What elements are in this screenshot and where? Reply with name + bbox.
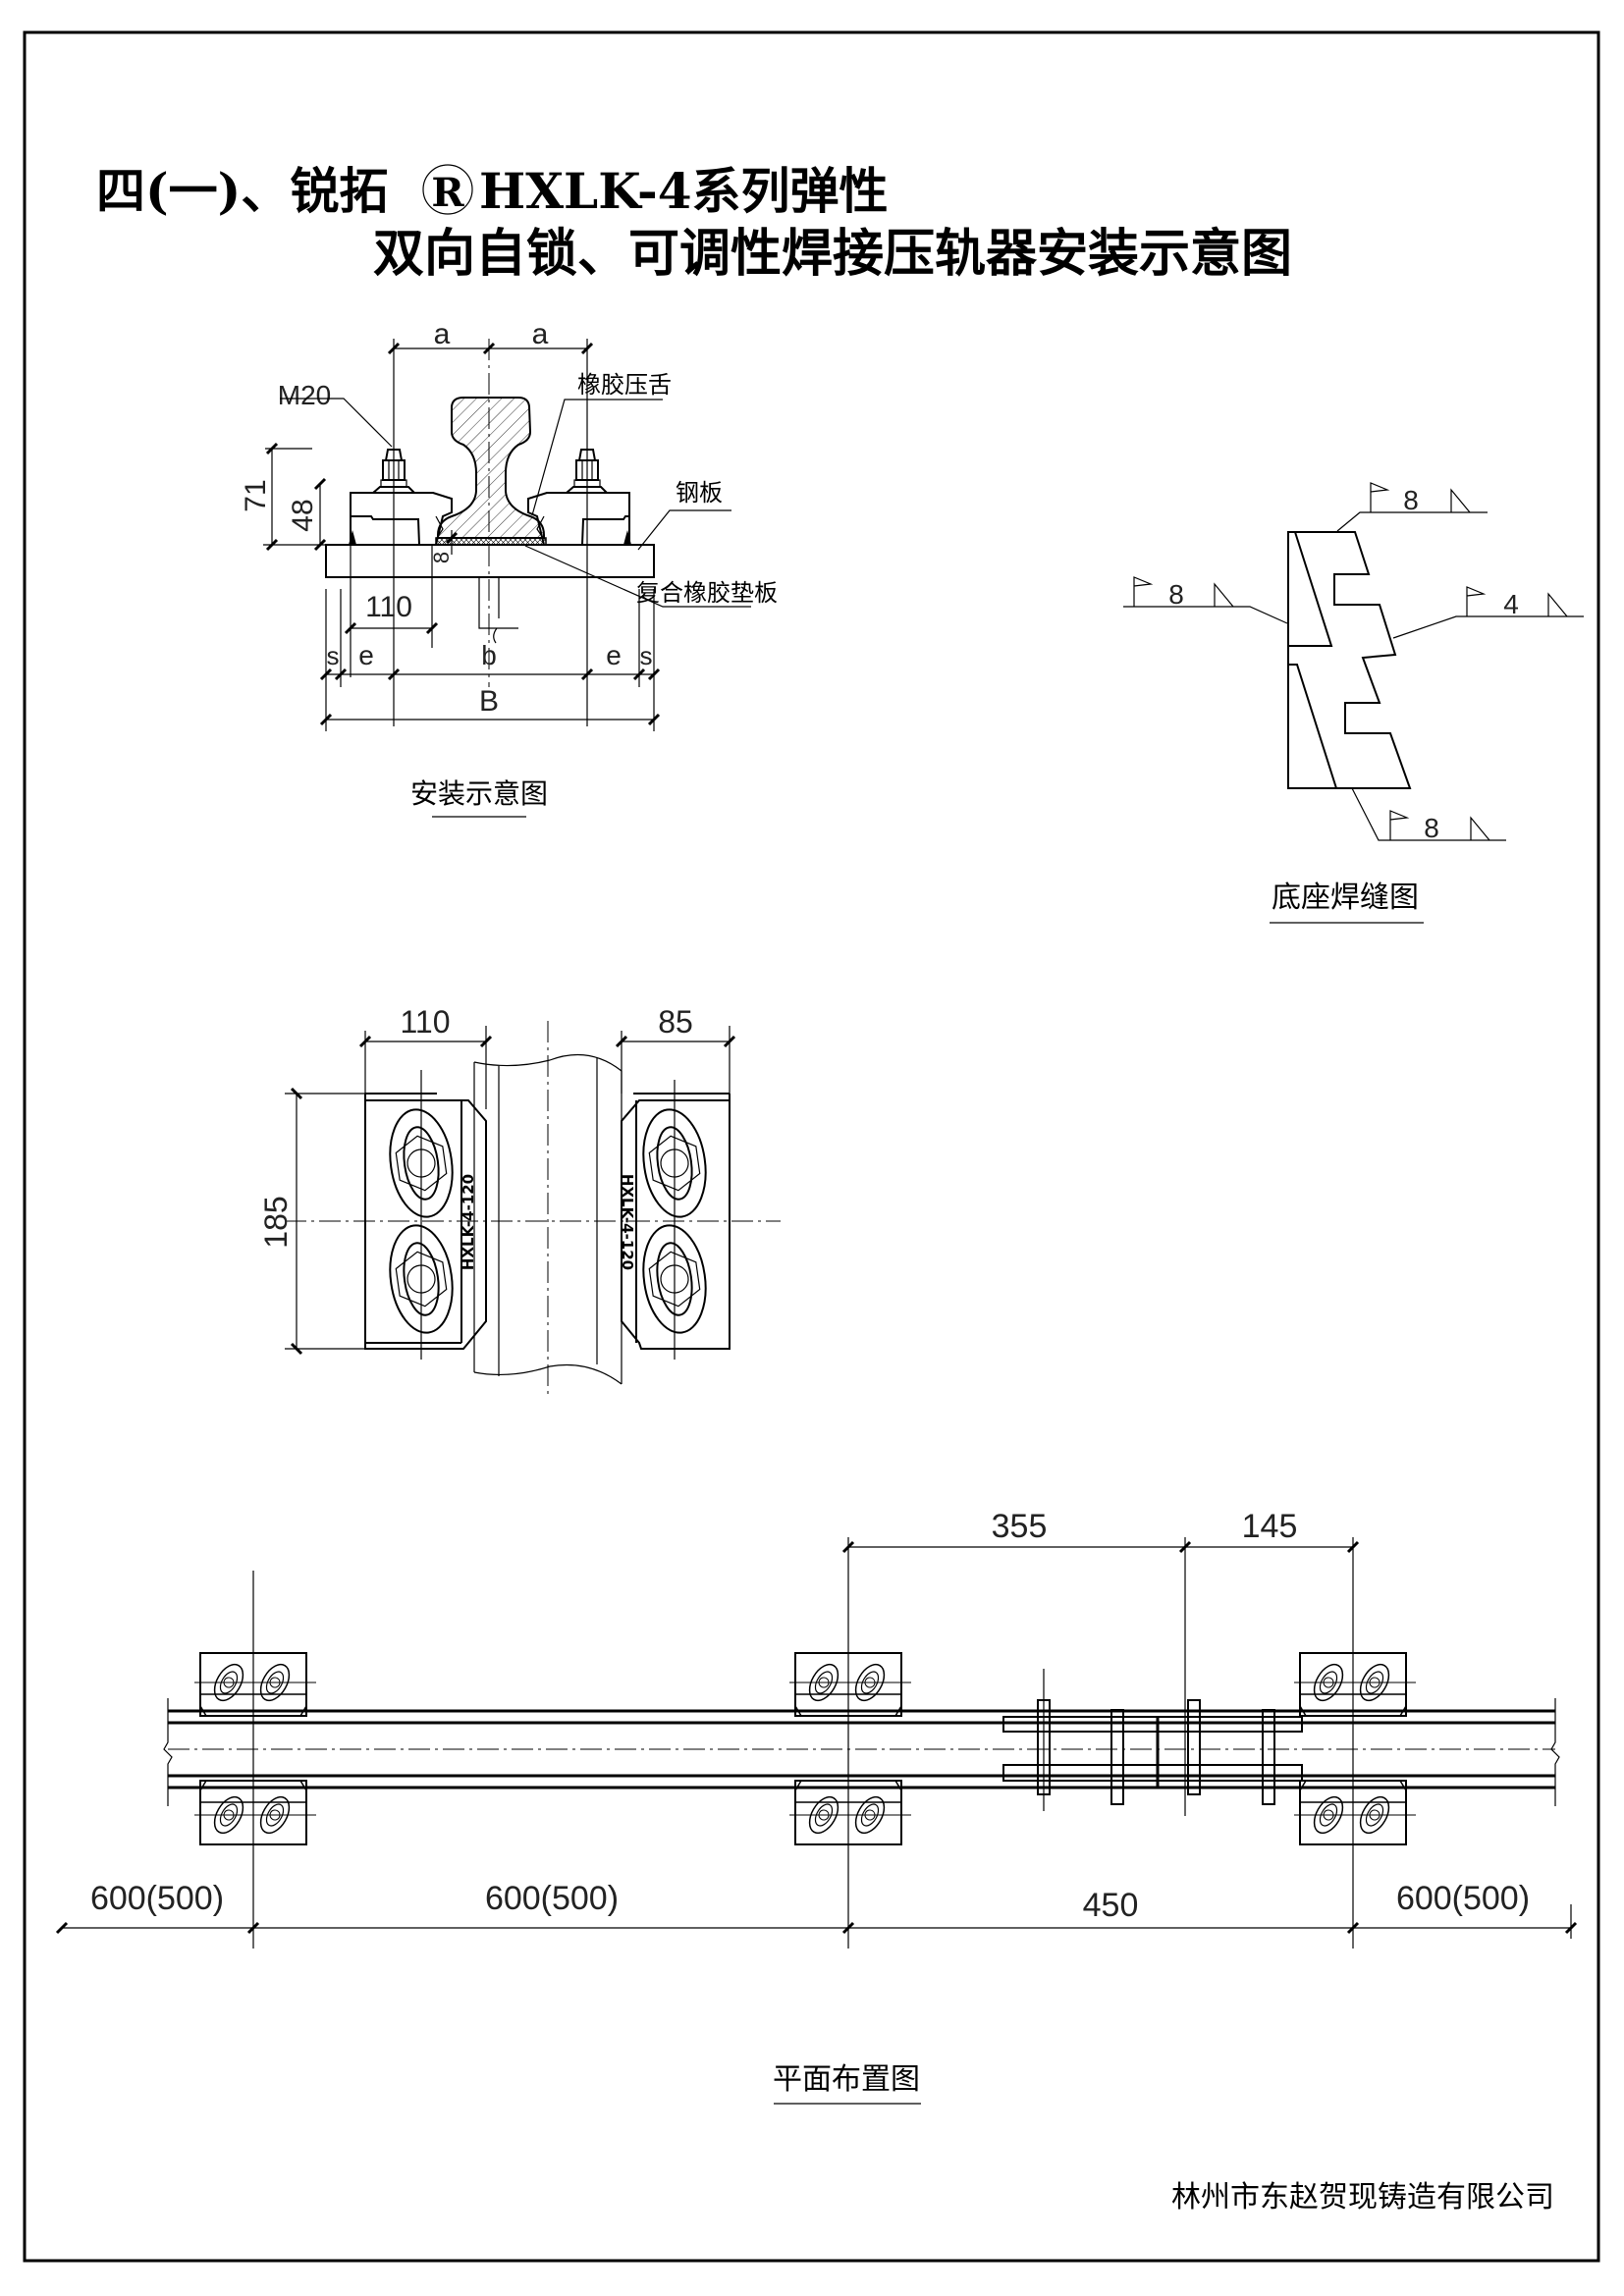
- model-label-left: HXLK-4-120: [460, 1174, 477, 1270]
- dim-a-right: a: [532, 318, 549, 350]
- spacing-1: 600(500): [90, 1880, 224, 1917]
- weld-flag-icon: [1389, 810, 1410, 840]
- dim-B: B: [479, 685, 499, 718]
- dim-185-top: 185: [258, 1196, 294, 1248]
- rail-clamp: [194, 1780, 316, 1845]
- dim-85-top: 85: [658, 1004, 693, 1040]
- rail-section: [437, 397, 545, 539]
- clamp-left: [349, 449, 453, 546]
- plan-view-caption: 平面布置图: [773, 2062, 920, 2097]
- install-view: a a: [240, 318, 778, 818]
- dim-71: 71: [240, 479, 272, 511]
- weld-bottom-size: 8: [1424, 813, 1439, 843]
- steel-plate-label: 钢板: [676, 479, 723, 507]
- title-line1-prefix: 四(一)、锐拓: [96, 162, 388, 220]
- spacing-2: 600(500): [485, 1880, 619, 1917]
- title-line2: 双向自锁、可调性焊接压轨器安装示意图: [373, 224, 1292, 284]
- steel-plate: [325, 544, 655, 578]
- dim-8: 8: [429, 552, 454, 563]
- fillet-weld-icon: [1470, 816, 1490, 841]
- plan-view: 355 145: [55, 1508, 1578, 2105]
- model-label-right: HXLK-4-120: [619, 1174, 636, 1270]
- title-line1-suffix: HXLK-4系列弹性: [479, 162, 889, 220]
- dim-e-right: e: [606, 640, 622, 670]
- weld-flag-icon: [1466, 586, 1487, 616]
- dim-110-top: 110: [400, 1004, 450, 1040]
- dim-48: 48: [287, 499, 319, 531]
- clamp-right: [527, 449, 631, 546]
- weld-right-size: 4: [1503, 589, 1519, 619]
- bolt-label-m20: M20: [278, 380, 331, 410]
- title: 四(一)、锐拓 R HXLK-4系列弹性 双向自锁、可调性焊接压轨器安装示意图: [96, 162, 1292, 284]
- registered-mark: R: [431, 170, 464, 216]
- fillet-weld-icon: [1450, 488, 1471, 513]
- clamp-left-top: HXLK-4-120: [364, 1070, 487, 1360]
- fillet-weld-icon: [1547, 592, 1568, 617]
- dim-110-section: 110: [365, 591, 412, 623]
- dim-s-left: s: [327, 641, 340, 670]
- weld-left-size: 8: [1168, 579, 1184, 610]
- dim-355: 355: [992, 1508, 1048, 1545]
- top-view: 110 85 185 HXLK-4-120 HXLK-4-120: [258, 1004, 781, 1394]
- dim-b: b: [481, 640, 497, 670]
- rail-clamp: [1294, 1652, 1416, 1717]
- clamp-right-top: HXLK-4-120: [619, 1080, 731, 1360]
- weld-flag-icon: [1133, 576, 1154, 607]
- dim-a-left: a: [434, 318, 451, 350]
- install-view-caption: 安装示意图: [410, 777, 548, 810]
- weld-view: 8 8 4 8 底座焊缝图: [1123, 482, 1584, 924]
- weld-view-caption: 底座焊缝图: [1272, 881, 1419, 915]
- weld-top-size: 8: [1403, 485, 1419, 515]
- rail-plan: [163, 1698, 1560, 1806]
- fishplate-joint: [1002, 1699, 1303, 1805]
- rail-clamp: [194, 1652, 316, 1717]
- dim-s-right: s: [640, 641, 653, 670]
- rail-clamp: [789, 1780, 911, 1845]
- sheet-border: [23, 30, 1600, 2263]
- company-name: 林州市东赵贺现铸造有限公司: [1171, 2180, 1554, 2215]
- dim-e-left: e: [358, 640, 374, 670]
- fillet-weld-icon: [1214, 582, 1234, 608]
- dim-145: 145: [1242, 1508, 1298, 1545]
- rubber-tongue-label: 橡胶压舌: [577, 371, 672, 399]
- composite-pad-label: 复合橡胶垫板: [636, 579, 778, 607]
- weld-flag-icon: [1370, 482, 1390, 512]
- spacing-4: 600(500): [1396, 1880, 1530, 1917]
- base-weld-outline: [1287, 531, 1412, 789]
- registered-mark-circle: [422, 164, 473, 215]
- rail-clamp: [1294, 1780, 1416, 1845]
- spacing-3: 450: [1083, 1887, 1139, 1924]
- rail-clamp: [789, 1652, 911, 1717]
